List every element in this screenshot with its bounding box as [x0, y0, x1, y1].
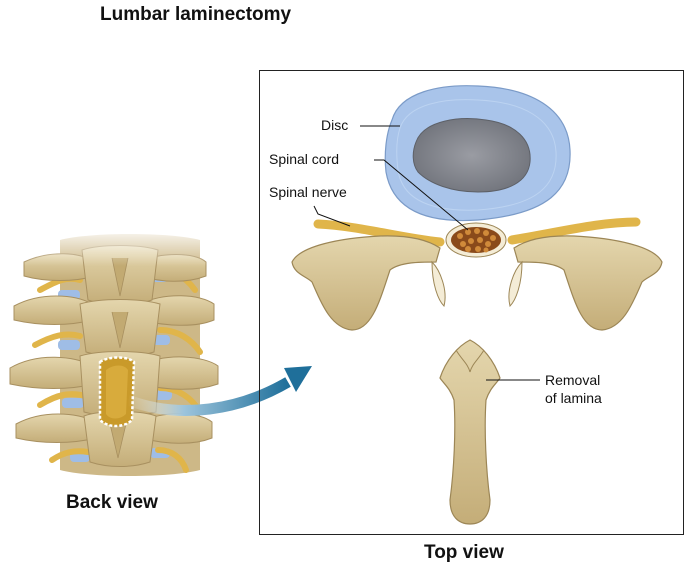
- label-spinal-nerve: Spinal nerve: [269, 184, 347, 200]
- label-removal-line1: Removal: [545, 372, 601, 388]
- caption-back-view: Back view: [66, 492, 158, 513]
- label-spinal-cord: Spinal cord: [269, 151, 340, 167]
- leader-lines: [313, 125, 540, 381]
- diagram-title: Lumbar laminectomy: [100, 4, 292, 25]
- label-removal-line2: of lamina: [545, 390, 602, 406]
- back-view-spine: [0, 226, 230, 476]
- top-view-vertebra: [291, 85, 663, 525]
- label-disc: Disc: [321, 117, 349, 133]
- caption-top-view: Top view: [424, 542, 504, 563]
- top-view-frame: [259, 70, 684, 535]
- transition-arrow: [126, 366, 312, 416]
